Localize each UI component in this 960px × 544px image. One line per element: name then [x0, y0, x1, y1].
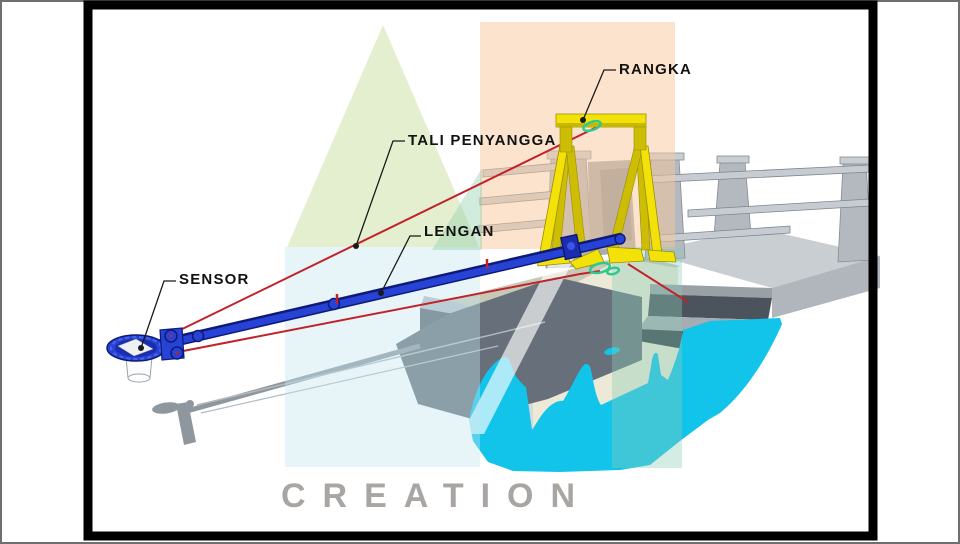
dock-deck-top — [645, 228, 880, 288]
water-splash — [469, 318, 782, 472]
watermark-green-triangle — [287, 25, 479, 247]
frame-foot-mid — [606, 246, 645, 264]
label-sensor: SENSOR — [179, 271, 250, 288]
sensor-center-plate — [117, 338, 154, 357]
dock-right-face — [772, 256, 880, 318]
sensor-shadow-stem — [176, 402, 196, 445]
water — [469, 318, 782, 472]
rope-shadow-1 — [196, 321, 546, 406]
anchor-rope — [627, 263, 689, 303]
dock-recess-dark — [648, 294, 772, 320]
frame-post-left — [559, 126, 573, 153]
watermark-teal-rect — [612, 247, 682, 468]
carabiners — [582, 119, 621, 276]
label-lengan: LENGAN — [424, 223, 495, 240]
carabiner-base — [588, 261, 612, 275]
rope-shadow-2 — [200, 345, 499, 414]
sensor-arm — [148, 232, 626, 353]
support-rope-upper — [171, 126, 598, 335]
arm-body — [151, 235, 621, 351]
label-tali-penyangga: TALI PENYANGGA — [408, 132, 557, 149]
sensor-assembly — [106, 327, 185, 383]
sensor-shadow — [152, 402, 180, 414]
watermark-gap-band — [462, 247, 580, 434]
dock-front-face — [650, 284, 772, 298]
carabiner-top — [582, 119, 602, 133]
watermark-creation: CREATION — [281, 477, 593, 515]
inner-thick-border — [83, 0, 878, 541]
leader-lines — [138, 69, 616, 351]
water-droplet — [604, 347, 620, 355]
arm-shadow — [186, 343, 421, 414]
frame-foot-right — [647, 249, 677, 263]
arm-end-cap — [614, 233, 626, 245]
arm-collar-1 — [191, 329, 205, 343]
label-rangka: RANGKA — [619, 61, 693, 78]
frame-post-right — [633, 126, 647, 151]
arm-pins — [335, 259, 489, 304]
